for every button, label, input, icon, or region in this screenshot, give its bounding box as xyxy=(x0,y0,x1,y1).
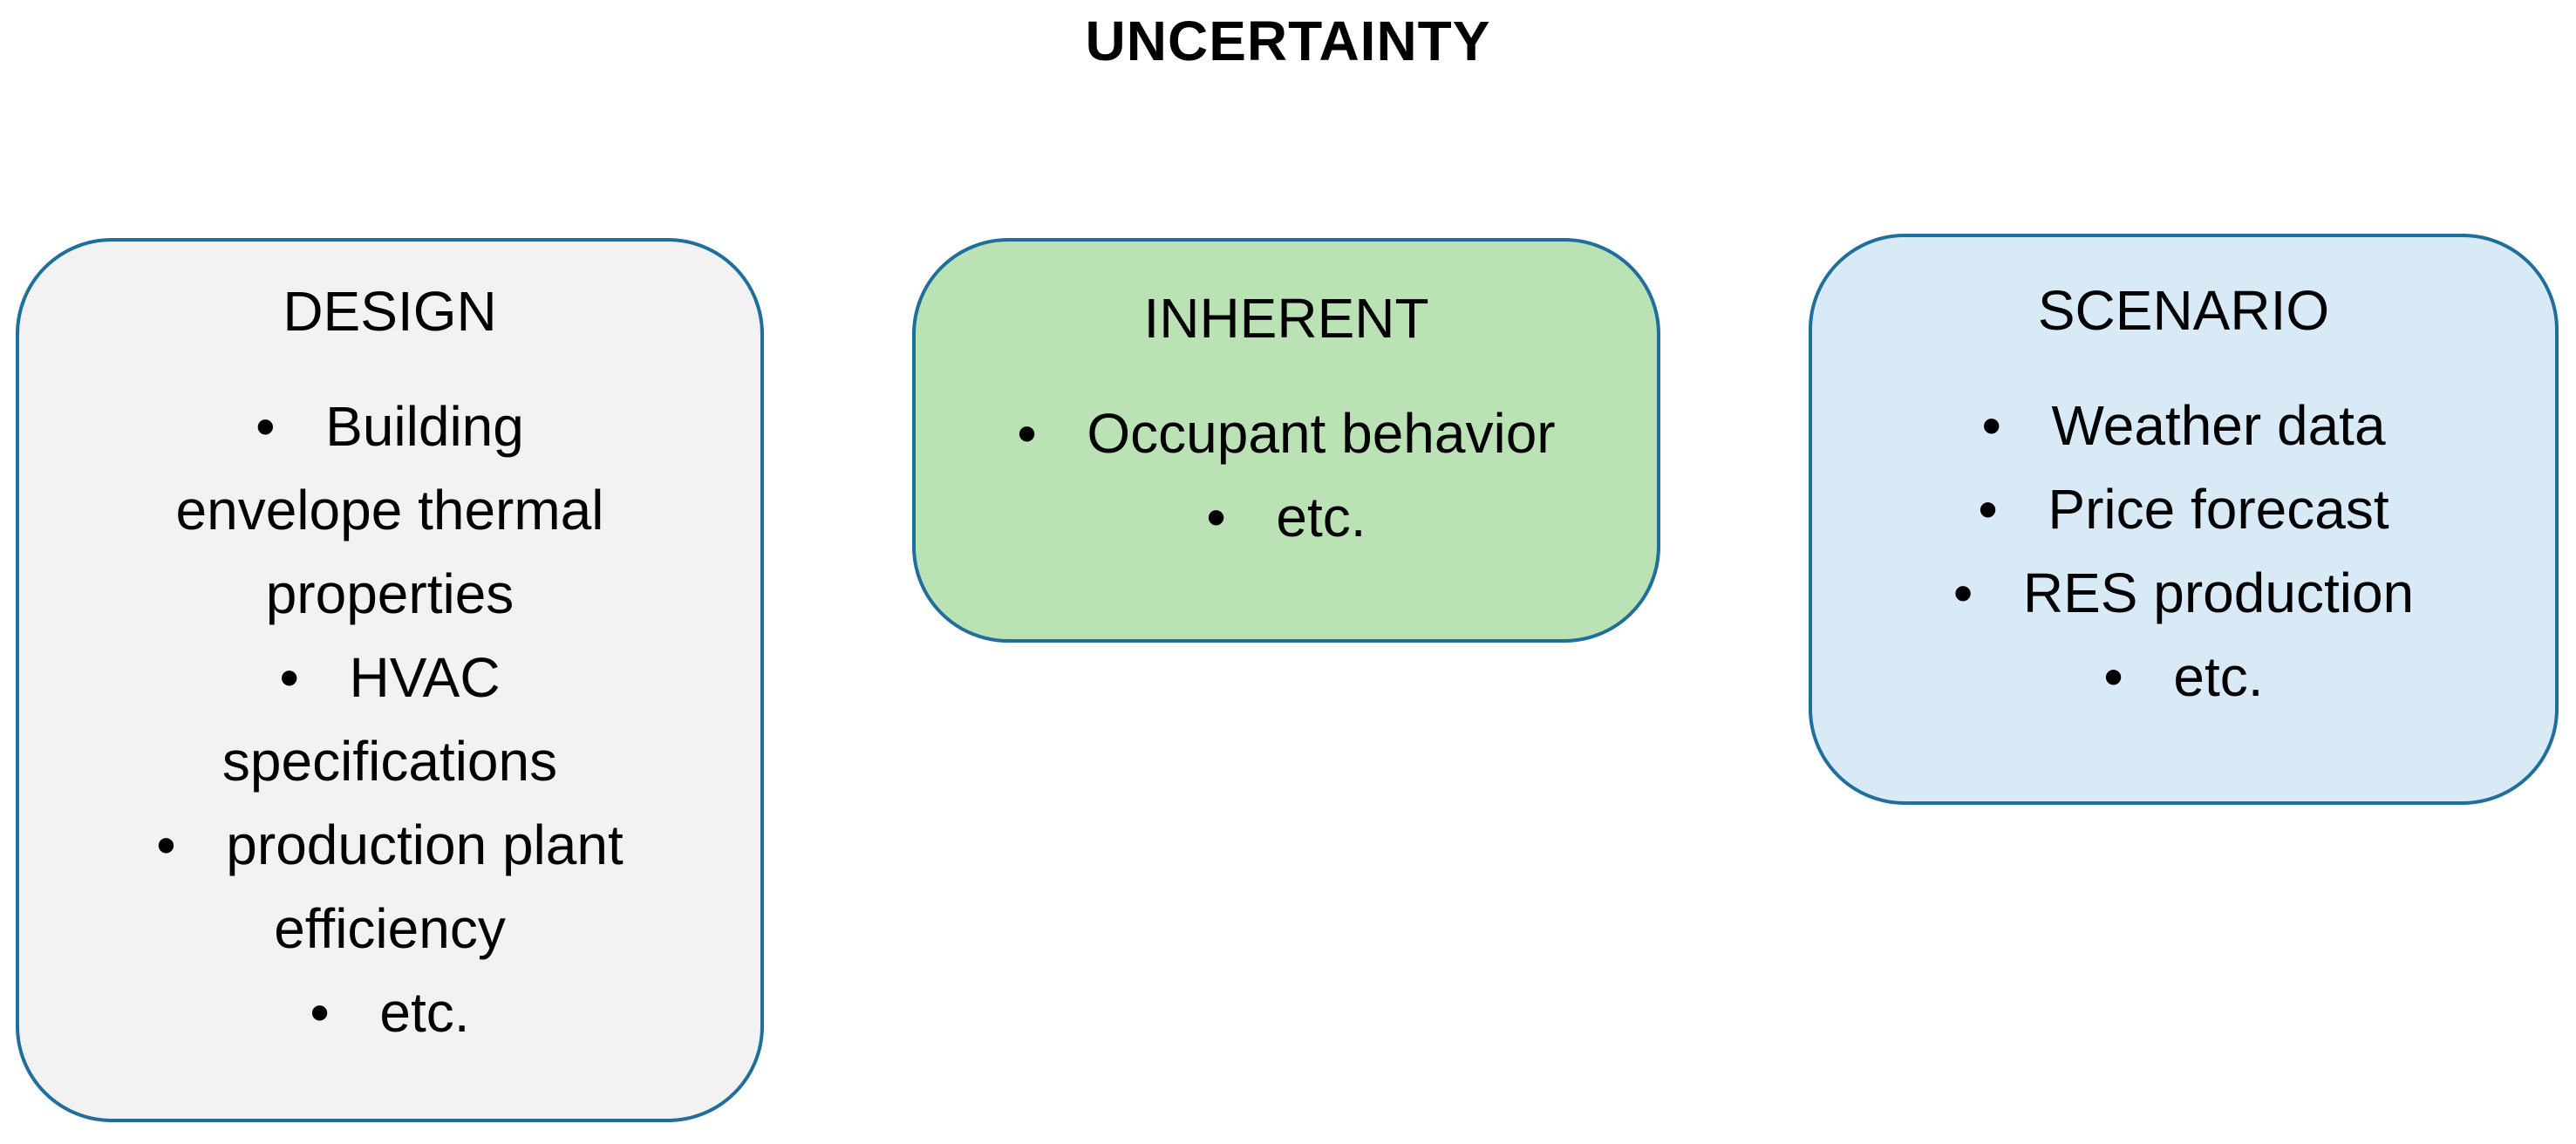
bullet-icon: • xyxy=(1978,478,1998,541)
list-item-text: HVAC specifications xyxy=(221,646,558,793)
bullet-icon: • xyxy=(1952,562,1973,624)
diagram-title: UNCERTAINTY xyxy=(1085,10,1491,72)
list-item-text: production plant efficiency xyxy=(226,814,624,960)
inherent-box: INHERENT • Occupant behavior • etc. xyxy=(912,238,1660,643)
list-item-text: Weather data xyxy=(2051,394,2386,457)
design-heading: DESIGN xyxy=(283,280,497,343)
list-item: • Weather data xyxy=(1812,384,2555,467)
scenario-list: • Weather data • Price forecast • RES produ… xyxy=(1812,384,2555,718)
list-item: • etc. xyxy=(1812,635,2555,718)
bullet-icon: • xyxy=(279,646,299,709)
list-item: •Building envelope thermal properties xyxy=(146,385,634,636)
list-item-text: Price forecast xyxy=(2048,478,2389,541)
list-item-text: etc. xyxy=(2173,645,2264,708)
list-item: • production plant efficiency xyxy=(146,803,634,970)
scenario-box: SCENARIO • Weather data • Price forecast •… xyxy=(1809,234,2559,805)
design-box: DESIGN •Building envelope thermal proper… xyxy=(16,238,764,1122)
list-item: • etc. xyxy=(146,970,634,1054)
list-item-text: Occupant behavior xyxy=(1087,402,1556,465)
scenario-heading: SCENARIO xyxy=(2037,279,2330,342)
bullet-icon: • xyxy=(2103,645,2123,708)
bullet-icon: • xyxy=(156,814,176,876)
list-item: • Occupant behavior xyxy=(916,392,1657,475)
bullet-icon: • xyxy=(1206,486,1226,548)
bullet-icon: • xyxy=(310,981,330,1044)
list-item-text: RES production xyxy=(2022,562,2415,624)
inherent-heading: INHERENT xyxy=(1143,287,1429,350)
bullet-icon: • xyxy=(256,395,276,458)
design-list: •Building envelope thermal properties •H… xyxy=(146,385,634,1054)
bullet-icon: • xyxy=(1017,402,1037,465)
list-item: • Price forecast xyxy=(1812,467,2555,551)
list-item-text: etc. xyxy=(1276,486,1366,548)
bullet-icon: • xyxy=(1981,394,2001,457)
list-item: • etc. xyxy=(916,475,1657,559)
inherent-list: • Occupant behavior • etc. xyxy=(916,392,1657,559)
list-item: • RES production xyxy=(1812,551,2555,635)
list-item: •HVAC specifications xyxy=(146,636,634,803)
list-item-text: Building envelope thermal properties xyxy=(175,395,604,625)
list-item-text: etc. xyxy=(379,981,470,1044)
